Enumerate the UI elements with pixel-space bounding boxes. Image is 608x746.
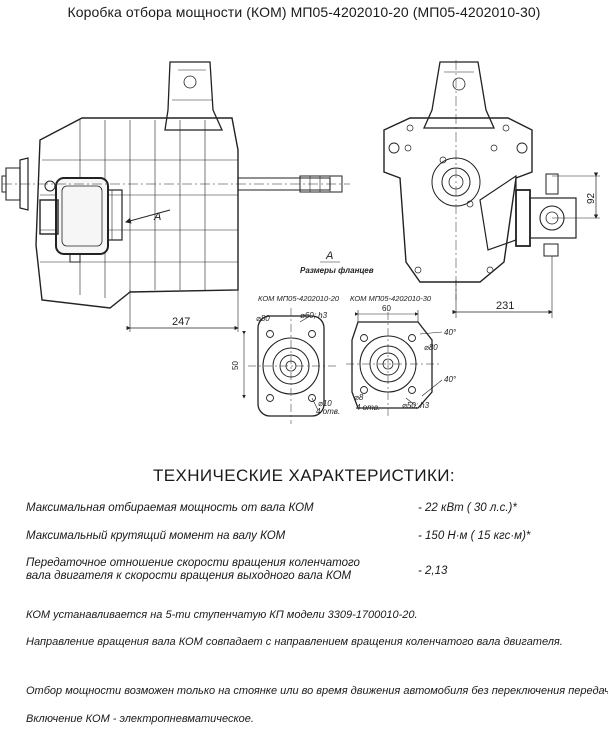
spec-value: - 2,13: [418, 565, 448, 577]
spec-row: Максимальная отбираемая мощность от вала…: [0, 502, 608, 518]
spec-row: Максимальный крутящий момент на валу КОМ…: [0, 530, 608, 546]
view-section-letter: А: [325, 250, 333, 262]
flange-30-d8: ⌀8: [354, 393, 364, 402]
gearbox-side-view: [1, 61, 350, 332]
specs-heading: ТЕХНИЧЕСКИЕ ХАРАКТЕРИСТИКИ:: [152, 466, 456, 485]
flange-30-d80: ⌀80: [424, 343, 438, 352]
flange-30-angle-1: 40°: [444, 328, 457, 337]
technical-drawing: А 247: [1, 60, 600, 424]
spec-value: - 150 Н·м ( 15 кгс·м)*: [418, 530, 531, 542]
dimension-247: 247: [172, 316, 190, 328]
gearbox-front-view: [383, 60, 600, 318]
spec-label: Передаточное отношение скорости вращения…: [26, 557, 360, 582]
flange-30-holes: 4 отв.: [356, 403, 380, 412]
view-arrow-label: А: [153, 211, 161, 223]
note-power-takeoff-conditions: Отбор мощности возможен только на стоянк…: [26, 685, 608, 697]
flange-30-dim-60: 60: [382, 304, 391, 313]
note-engagement-type: Включение КОМ - электропневматическое.: [26, 713, 254, 725]
flange-30-drawing: [346, 310, 443, 418]
flange-20-label: КОМ МП05-4202010-20: [258, 294, 340, 303]
note-gearbox-model: КОМ устанавливается на 5-ти ступенчатую …: [26, 609, 418, 621]
flange-20-d80: ⌀80: [256, 314, 270, 323]
note-rotation-direction: Направление вращения вала КОМ совпадает …: [26, 636, 563, 648]
spec-label: Максимальная отбираемая мощность от вала…: [26, 502, 314, 514]
dimension-231: 231: [496, 300, 514, 312]
view-caption: Размеры фланцев: [300, 266, 374, 275]
page-title: Коробка отбора мощности (КОМ) МП05-42020…: [67, 4, 541, 20]
flange-30-label: КОМ МП05-4202010-30: [350, 294, 432, 303]
flange-20-dim-50: 50: [231, 361, 240, 370]
flange-20-drawing: [242, 308, 336, 424]
flange-30-angle-2: 40°: [444, 375, 457, 384]
flange-20-holes: 4 отв.: [316, 407, 340, 416]
spec-label: Максимальный крутящий момент на валу КОМ: [26, 530, 286, 542]
dimension-92: 92: [586, 192, 597, 204]
flange-20-d60: ⌀60; h3: [300, 311, 328, 320]
flange-30-d50: ⌀50; h3: [402, 401, 430, 410]
spec-value: - 22 кВт ( 30 л.с.)*: [418, 502, 517, 514]
flange-20-d10: ⌀10: [318, 399, 332, 408]
spec-row: Передаточное отношение скорости вращения…: [0, 557, 608, 587]
